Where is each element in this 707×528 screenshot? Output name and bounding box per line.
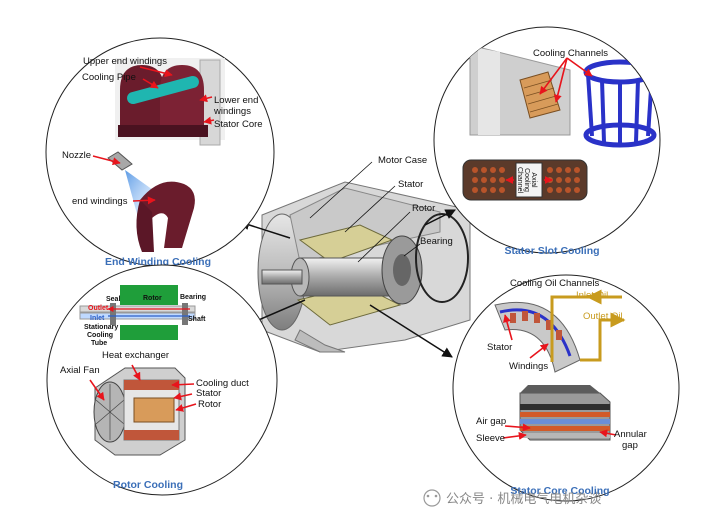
wechat-icon	[423, 489, 441, 507]
label-axial-3: Channel	[516, 167, 523, 194]
label-stator-core: Stator Core	[214, 119, 263, 130]
stator-slot-pointers	[505, 57, 593, 184]
watermark-text: 公众号 · 机械电气电机杂谈	[446, 491, 601, 507]
label-nozzle: Nozzle	[62, 150, 91, 161]
label-cooling-duct: Cooling duct	[196, 378, 249, 389]
label-bearing-inner: Bearing	[180, 294, 206, 301]
center-motor	[257, 181, 471, 353]
label-windings: Windings	[509, 361, 548, 372]
center-labels: Motor Case Stator Rotor Bearing	[309, 155, 453, 263]
label-air-gap: Air gap	[476, 416, 506, 427]
label-cooling-channels: Cooling Channels	[533, 48, 608, 59]
label-cooling-oil-channels: Cooling Oil Channels	[510, 278, 599, 289]
label-seal: Seal	[106, 296, 120, 303]
rotor-cooling-panel: Seal Rotor Bearing Outlet Inlet Shaft St…	[46, 264, 278, 496]
title-stator-core-cooling: Stator Core Cooling	[510, 485, 609, 497]
label-rotor-rotor-panel: Rotor	[198, 399, 221, 410]
label-annular-1: Annular	[614, 429, 647, 440]
end-winding-pointers	[92, 66, 215, 205]
end-winding-panel: Upper end windings Cooling Pipe Lower en…	[45, 37, 275, 268]
title-rotor-cooling: Rotor Cooling	[113, 479, 183, 491]
label-stator-rotor-panel: Stator	[196, 388, 221, 399]
label-sleeve: Sleeve	[476, 433, 505, 444]
label-annular-2: gap	[622, 440, 638, 451]
stator-core-panel: Cooling Oil Channels Inlet Oil Outlet Oi…	[452, 274, 680, 502]
label-stator-core-stator: Stator	[487, 342, 512, 353]
stator-core-pointers	[502, 314, 617, 440]
label-inlet-oil: Inlet Oil	[576, 290, 608, 301]
label-outlet-oil: Outlet Oil	[583, 311, 623, 322]
title-stator-slot-cooling: Stator Slot Cooling	[504, 245, 599, 257]
label-upper-end-windings: Upper end windings	[83, 56, 167, 67]
label-inlet: Inlet	[90, 315, 105, 322]
label-axial-fan: Axial Fan	[60, 365, 100, 376]
stator-slot-panel: Cooling Channels Axial Cooling Channel S…	[433, 26, 661, 257]
label-rotor: Rotor	[412, 203, 435, 214]
label-motor-case: Motor Case	[378, 155, 427, 166]
label-axial-1: Axial	[530, 172, 537, 188]
label-bearing: Bearing	[420, 236, 453, 247]
label-stationary-2: Cooling	[87, 332, 113, 339]
label-lower-end-windings-2: windings	[213, 106, 251, 117]
watermark: 公众号 · 机械电气电机杂谈	[423, 489, 601, 507]
label-lower-end-windings-1: Lower end	[214, 95, 258, 106]
title-end-winding-cooling: End Winding Cooling	[105, 256, 211, 268]
label-stationary-1: Stationary	[84, 324, 118, 331]
label-axial-2: Cooling	[523, 168, 530, 192]
label-stator: Stator	[398, 179, 423, 190]
label-end-windings: end windings	[72, 196, 128, 207]
label-rotor-inner: Rotor	[143, 295, 162, 302]
label-outlet: Outlet	[88, 305, 109, 312]
label-heat-exchanger: Heat exchanger	[102, 350, 169, 361]
label-stationary-3: Tube	[91, 340, 107, 347]
label-cooling-pipe: Cooling Pipe	[82, 72, 136, 83]
rotor-cooling-arrows	[89, 306, 197, 412]
label-shaft: Shaft	[188, 316, 206, 323]
stator-core-pipes	[550, 289, 626, 362]
